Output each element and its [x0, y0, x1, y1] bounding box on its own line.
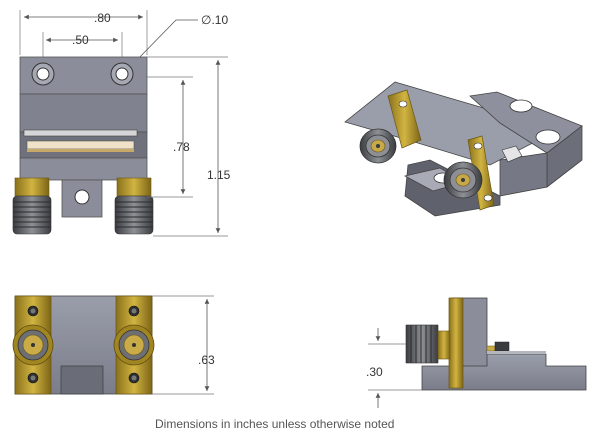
dimension-width-overall: .80: [19, 10, 148, 55]
width-overall-label: .80: [94, 11, 111, 25]
mounting-hole-icon: [31, 62, 55, 86]
sma-connector-icon: [113, 324, 155, 366]
hole-spacing-label: .50: [72, 33, 89, 47]
dimension-total-height: 1.15: [147, 56, 231, 237]
side-offset-label: .30: [366, 365, 383, 379]
units-note: Dimensions in inches unless otherwise no…: [155, 417, 394, 431]
sma-connector-icon: [443, 161, 483, 199]
sma-connector-icon: [114, 177, 154, 235]
side-view: .30: [366, 297, 587, 408]
hole-diameter-label: ∅.10: [201, 13, 228, 27]
isometric-view: [344, 81, 583, 217]
front-height-label: .63: [198, 353, 215, 367]
dimension-side-offset: .30: [366, 328, 422, 408]
sma-connector-icon: [12, 177, 52, 235]
top-view: .80 .50 ∅.10: [12, 10, 231, 237]
dimension-front-height: .63: [152, 295, 215, 395]
sma-connector-icon: [405, 324, 451, 364]
mounting-hole-icon: [110, 62, 134, 86]
total-height-label: 1.15: [207, 168, 231, 182]
dimension-slot-height: .78: [147, 76, 193, 198]
sma-connector-icon: [359, 128, 397, 164]
front-view: .63: [12, 295, 215, 395]
sma-connector-icon: [12, 324, 54, 366]
slot-height-label: .78: [173, 140, 190, 154]
